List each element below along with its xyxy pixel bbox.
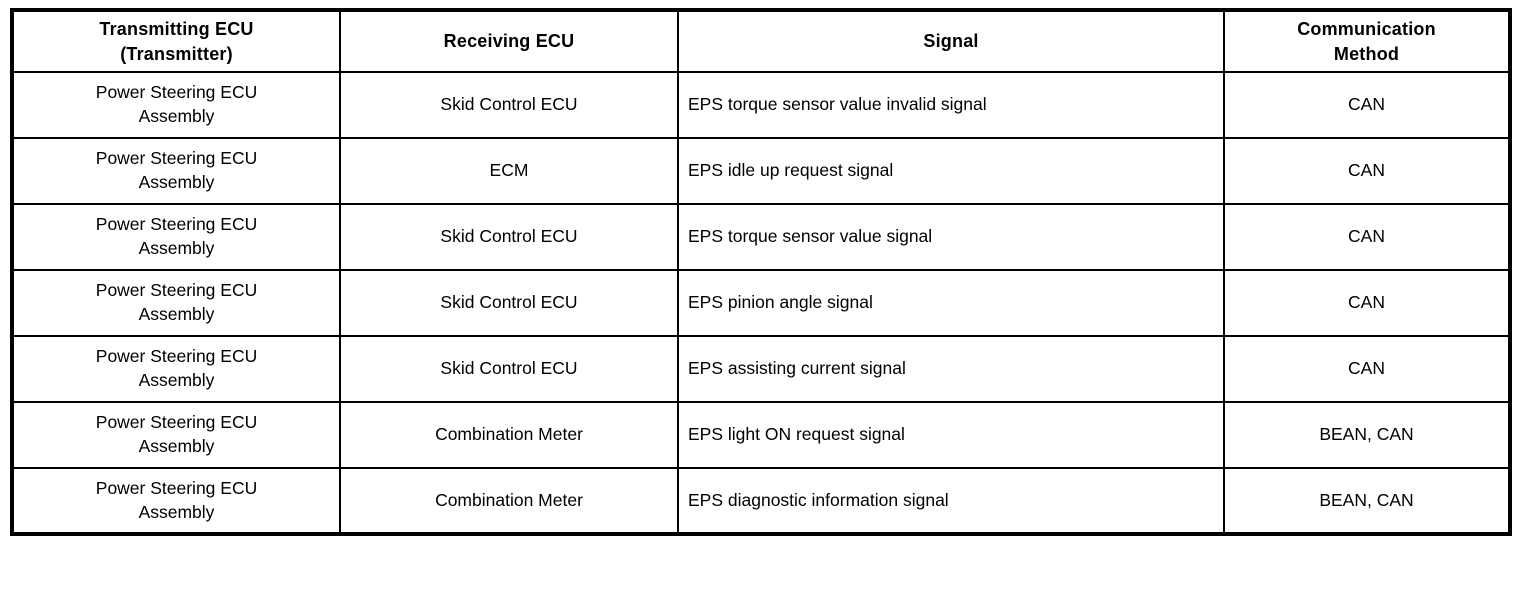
table-row: Power Steering ECU Assembly Skid Control… [11, 203, 1511, 271]
table-row: Power Steering ECU Assembly Skid Control… [11, 335, 1511, 403]
cell-signal: EPS diagnostic information signal [677, 467, 1225, 535]
table-row: Power Steering ECU Assembly ECM EPS idle… [11, 137, 1511, 205]
cell-receiving-ecu: Skid Control ECU [339, 203, 679, 271]
table-row: Power Steering ECU Assembly Skid Control… [11, 71, 1511, 139]
cell-transmitting-ecu: Power Steering ECU Assembly [11, 137, 341, 205]
cell-transmitting-ecu: Power Steering ECU Assembly [11, 269, 341, 337]
cell-communication-method: CAN [1223, 203, 1511, 271]
cell-communication-method: BEAN, CAN [1223, 467, 1511, 535]
ecu-communication-table-container: Transmitting ECU (Transmitter) Receiving… [10, 8, 1512, 536]
table-row: Power Steering ECU Assembly Skid Control… [11, 269, 1511, 337]
cell-receiving-ecu: Combination Meter [339, 467, 679, 535]
cell-communication-method: CAN [1223, 71, 1511, 139]
cell-signal: EPS assisting current signal [677, 335, 1225, 403]
cell-receiving-ecu: Skid Control ECU [339, 335, 679, 403]
header-signal: Signal [677, 9, 1225, 73]
cell-communication-method: BEAN, CAN [1223, 401, 1511, 469]
cell-transmitting-ecu: Power Steering ECU Assembly [11, 467, 341, 535]
cell-receiving-ecu: Combination Meter [339, 401, 679, 469]
cell-transmitting-ecu: Power Steering ECU Assembly [11, 335, 341, 403]
cell-receiving-ecu: Skid Control ECU [339, 269, 679, 337]
cell-communication-method: CAN [1223, 137, 1511, 205]
cell-transmitting-ecu: Power Steering ECU Assembly [11, 401, 341, 469]
table-row: Power Steering ECU Assembly Combination … [11, 467, 1511, 535]
cell-signal: EPS torque sensor value invalid signal [677, 71, 1225, 139]
ecu-communication-table: Transmitting ECU (Transmitter) Receiving… [10, 8, 1512, 536]
header-row: Transmitting ECU (Transmitter) Receiving… [11, 9, 1511, 73]
cell-signal: EPS pinion angle signal [677, 269, 1225, 337]
header-communication-method: Communication Method [1223, 9, 1511, 73]
cell-transmitting-ecu: Power Steering ECU Assembly [11, 71, 341, 139]
cell-receiving-ecu: ECM [339, 137, 679, 205]
cell-signal: EPS idle up request signal [677, 137, 1225, 205]
cell-receiving-ecu: Skid Control ECU [339, 71, 679, 139]
header-transmitting-ecu: Transmitting ECU (Transmitter) [11, 9, 341, 73]
cell-communication-method: CAN [1223, 335, 1511, 403]
header-receiving-ecu: Receiving ECU [339, 9, 679, 73]
cell-communication-method: CAN [1223, 269, 1511, 337]
table-row: Power Steering ECU Assembly Combination … [11, 401, 1511, 469]
cell-signal: EPS torque sensor value signal [677, 203, 1225, 271]
cell-transmitting-ecu: Power Steering ECU Assembly [11, 203, 341, 271]
cell-signal: EPS light ON request signal [677, 401, 1225, 469]
